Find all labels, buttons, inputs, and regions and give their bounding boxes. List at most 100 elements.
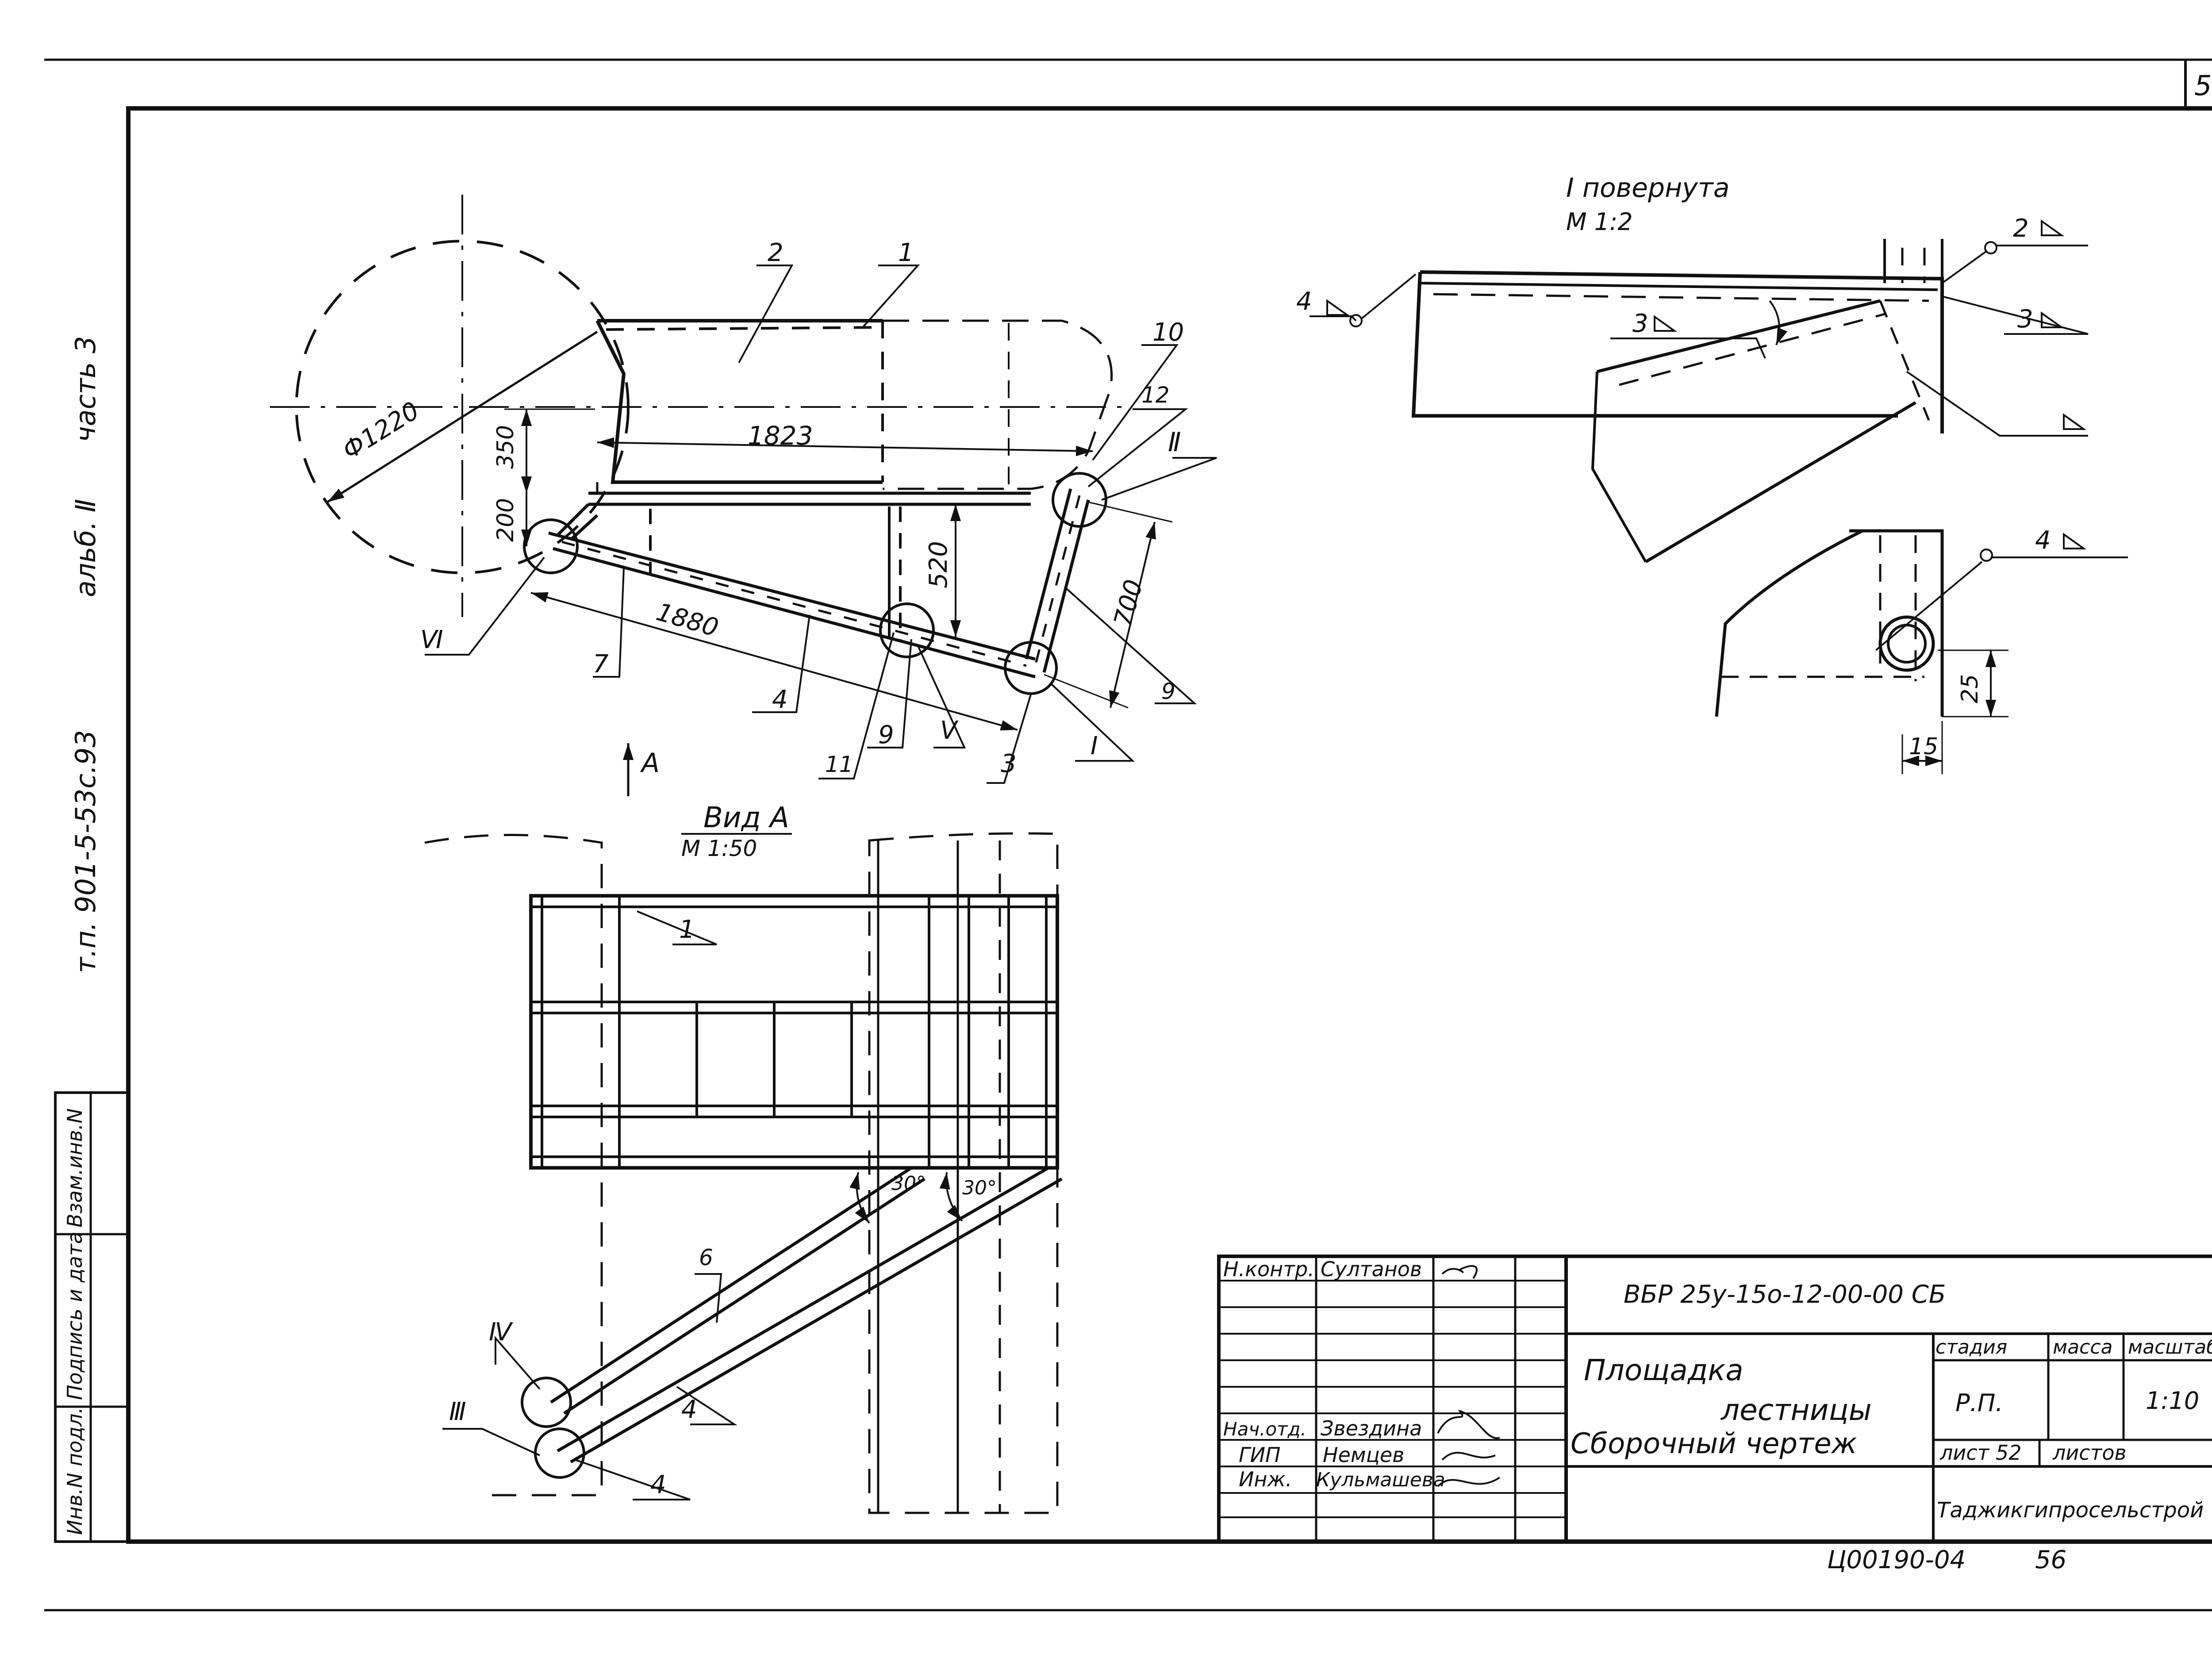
weld-leader-extra xyxy=(1906,371,2088,437)
diameter-leader xyxy=(326,330,598,503)
leader-12 xyxy=(1087,408,1188,487)
weld-leader-3a xyxy=(1610,338,1766,359)
stage-value: Р.П. xyxy=(1955,1389,2003,1417)
detail-mark-ii: Ⅱ xyxy=(1168,427,1181,458)
name-dept-head: Звездина xyxy=(1321,1416,1422,1440)
platform-grating xyxy=(606,321,884,482)
view-a-callout-4: 4 xyxy=(650,1470,666,1499)
dim-700: 700 xyxy=(1109,577,1148,630)
drawing-frame xyxy=(126,106,2212,1544)
callout-10: 9 xyxy=(1161,679,1175,704)
weld-mark-4b: 4 xyxy=(2035,526,2051,555)
weld-triangle-4b xyxy=(2063,533,2087,549)
callout-2: 2 xyxy=(768,238,783,267)
ext-line-700b xyxy=(1044,674,1129,709)
stair-beam-dash xyxy=(561,541,1027,667)
view-a-grating xyxy=(529,894,1059,1170)
leader-detail-ii xyxy=(1101,457,1217,501)
leader-3 xyxy=(987,694,1032,784)
page-number: 55 xyxy=(2194,69,2212,102)
detail-circle-iii xyxy=(534,1427,585,1479)
detail-diagonal-hidden xyxy=(1879,300,1930,421)
callout-8: 10 xyxy=(1152,318,1184,347)
callout-4: 4 xyxy=(772,685,788,714)
detail-i-scale: М 1:2 xyxy=(1566,208,1633,236)
detail-circle-vi xyxy=(523,518,579,574)
view-a-callout-6: 6 xyxy=(699,1245,713,1270)
sheet-label: лист 52 xyxy=(1939,1441,2022,1465)
title-line-1: Площадка xyxy=(1584,1353,1743,1387)
leader-4 xyxy=(752,614,810,713)
dim-15: 15 xyxy=(1909,733,1938,760)
signature-3 xyxy=(1441,1451,1496,1461)
dim-520: 520 xyxy=(924,541,953,588)
detail-mark-i: Ⅰ xyxy=(1091,732,1098,760)
weld-leader-3b xyxy=(1942,295,2089,335)
view-a-leader-6 xyxy=(695,1273,722,1323)
angle-arc-2 xyxy=(939,1172,963,1222)
subdetail-pipe-inner xyxy=(1887,624,1927,664)
detail-mark-iv: Ⅳ xyxy=(489,1318,513,1347)
main-plan-view: Ф1220 1823 350 200 520 1 xyxy=(270,195,1217,796)
ext-line-700a xyxy=(1088,501,1173,523)
view-a-callout-5: 4 xyxy=(681,1395,697,1424)
view-a: Вид А М 1:50 xyxy=(424,802,1063,1514)
platform-front-beam xyxy=(588,491,1031,506)
inclined-member xyxy=(1025,488,1090,673)
leader-1 xyxy=(862,265,920,328)
detail-i-view: Ⅰ повернута М 1:2 4 3 2 3 xyxy=(1296,173,2128,774)
title-block: Н.контр. Султанов Нач.отд. Звездина ГИП … xyxy=(1217,1255,2212,1543)
approval-box-replace: Взам.инв.N xyxy=(63,1108,87,1228)
side-stamp-part: часть 3 xyxy=(69,336,102,442)
role-norm-control: Н.контр. xyxy=(1223,1257,1314,1281)
weld-triangle-2 xyxy=(2041,219,2065,236)
dim-1823: 1823 xyxy=(748,421,813,451)
dim-line-1880 xyxy=(530,592,1018,731)
view-a-leader-iv xyxy=(495,1335,541,1390)
weld-circle-4a xyxy=(1349,314,1363,327)
weld-mark-2: 2 xyxy=(2013,214,2029,243)
leader-9 xyxy=(867,639,912,748)
detail-post-dash xyxy=(1901,248,1926,283)
detail-mark-vi: Ⅵ xyxy=(420,625,443,654)
view-a-leader-5 xyxy=(676,1386,737,1425)
leader-11 xyxy=(818,632,895,779)
dim-line-700 xyxy=(1109,522,1156,708)
subdetail-weld-arrow xyxy=(1875,561,1983,651)
archive-code: Ц00190-04 xyxy=(1827,1546,1966,1574)
view-a-scale: М 1:50 xyxy=(681,836,757,861)
weld-triangle-3a xyxy=(1654,315,1678,332)
detail-circle-ii xyxy=(1052,472,1107,528)
weld-triangle-3b xyxy=(2041,311,2065,328)
leader-2 xyxy=(738,265,794,363)
role-chief-engineer: ГИП xyxy=(1239,1443,1281,1467)
role-engineer: Инж. xyxy=(1239,1467,1292,1491)
dim-line-1823 xyxy=(597,437,1093,457)
angle-1: 30° xyxy=(891,1172,926,1195)
callout-3: 3 xyxy=(1001,749,1017,778)
name-engineer: Кульмашева xyxy=(1316,1469,1445,1491)
detail-weld-angle xyxy=(1769,300,1788,345)
dim-350: 350 xyxy=(492,425,519,469)
view-arrow-label: A xyxy=(640,748,660,779)
weld-circle-2 xyxy=(1984,241,1997,254)
signature-2 xyxy=(1437,1409,1500,1439)
col-scale: масштаб xyxy=(2128,1336,2212,1358)
leader-8 xyxy=(1092,344,1179,461)
doc-code: ВБР 25у-15о-12-00-00 СБ xyxy=(1624,1280,1946,1309)
leader-7 xyxy=(593,568,625,678)
leader-10 xyxy=(1065,587,1197,704)
view-a-tank-outline xyxy=(424,834,603,1496)
detail-diagonal xyxy=(1597,299,1916,564)
view-a-leader-1 xyxy=(637,910,717,945)
view-a-leader-4 xyxy=(575,1459,691,1500)
scale-value: 1:10 xyxy=(2146,1387,2199,1415)
view-a-title: Вид А xyxy=(703,802,789,834)
side-stamp-album: альб. Ⅱ xyxy=(69,499,102,597)
weld-arrow-4a xyxy=(1361,273,1417,319)
archive-number: 56 xyxy=(2035,1546,2066,1574)
title-line-3: Сборочный чертеж xyxy=(1571,1427,1857,1460)
approval-box-inventory: Инв.N подл. xyxy=(63,1407,87,1535)
name-chief-engineer: Немцев xyxy=(1323,1443,1404,1467)
approval-box-signature: Подпись и дата xyxy=(63,1232,87,1400)
